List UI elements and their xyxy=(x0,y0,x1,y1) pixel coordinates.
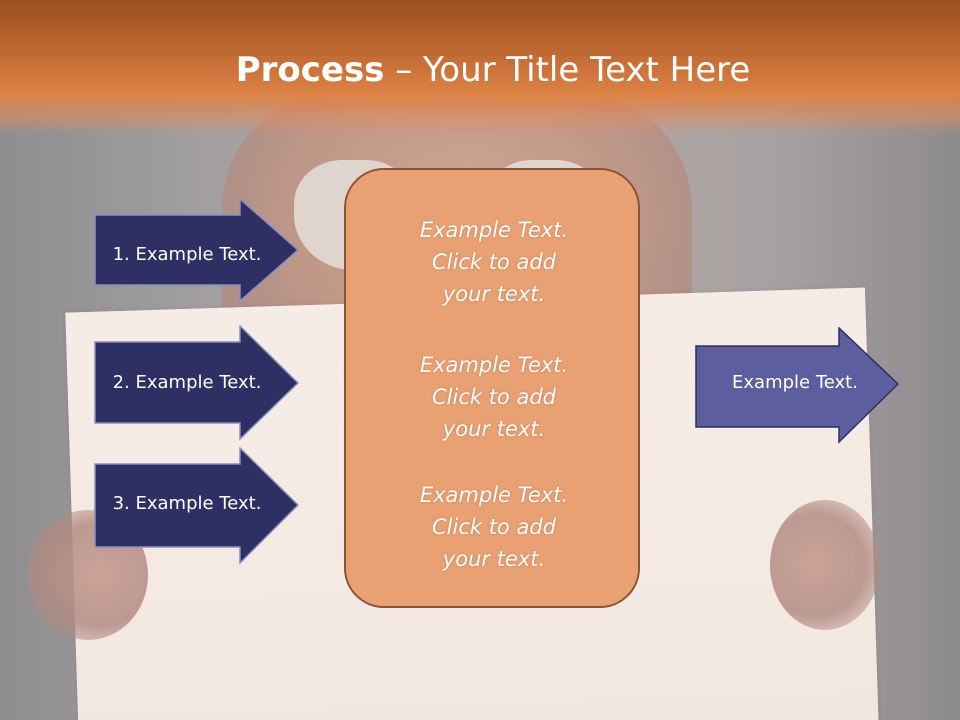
slide-title[interactable]: Process – Your Title Text Here xyxy=(0,50,960,90)
background-photo-right-hand xyxy=(770,500,880,630)
center-block-2-line3: your text. xyxy=(442,417,546,441)
center-block-2-line2: Click to add xyxy=(431,385,556,409)
center-block-3-line2: Click to add xyxy=(431,515,556,539)
center-block-2: Example Text. Click to add your text. xyxy=(346,349,642,445)
center-block-1-line3: your text. xyxy=(442,282,546,306)
step-arrow-2-shape xyxy=(94,325,300,441)
center-block-3-line1: Example Text. xyxy=(419,483,569,507)
step-arrow-3-shape xyxy=(94,447,300,565)
center-block-3: Example Text. Click to add your text. xyxy=(346,479,642,575)
result-arrow[interactable]: Example Text. xyxy=(695,327,901,445)
step-arrow-1[interactable]: 1. Example Text. xyxy=(94,198,300,318)
center-block-3-line3: your text. xyxy=(442,547,546,571)
step-arrow-3[interactable]: 3. Example Text. xyxy=(94,447,300,567)
center-block-1-line1: Example Text. xyxy=(419,218,569,242)
step-label-2: 2. Example Text. xyxy=(112,372,262,393)
result-arrow-shape xyxy=(695,327,900,444)
result-label: Example Text. xyxy=(732,372,858,393)
center-block-2-line1: Example Text. xyxy=(419,353,569,377)
title-bold: Process xyxy=(235,50,385,90)
step-label-1: 1. Example Text. xyxy=(112,244,262,265)
header-band xyxy=(0,0,960,135)
center-text-box[interactable]: Example Text. Click to add your text. Ex… xyxy=(344,168,640,608)
title-rest: – Your Title Text Here xyxy=(384,50,751,90)
step-label-3: 3. Example Text. xyxy=(112,493,262,514)
center-block-1-line2: Click to add xyxy=(431,250,556,274)
step-arrow-1-shape xyxy=(94,198,300,302)
step-arrow-2[interactable]: 2. Example Text. xyxy=(94,325,300,445)
center-block-1: Example Text. Click to add your text. xyxy=(346,214,642,310)
